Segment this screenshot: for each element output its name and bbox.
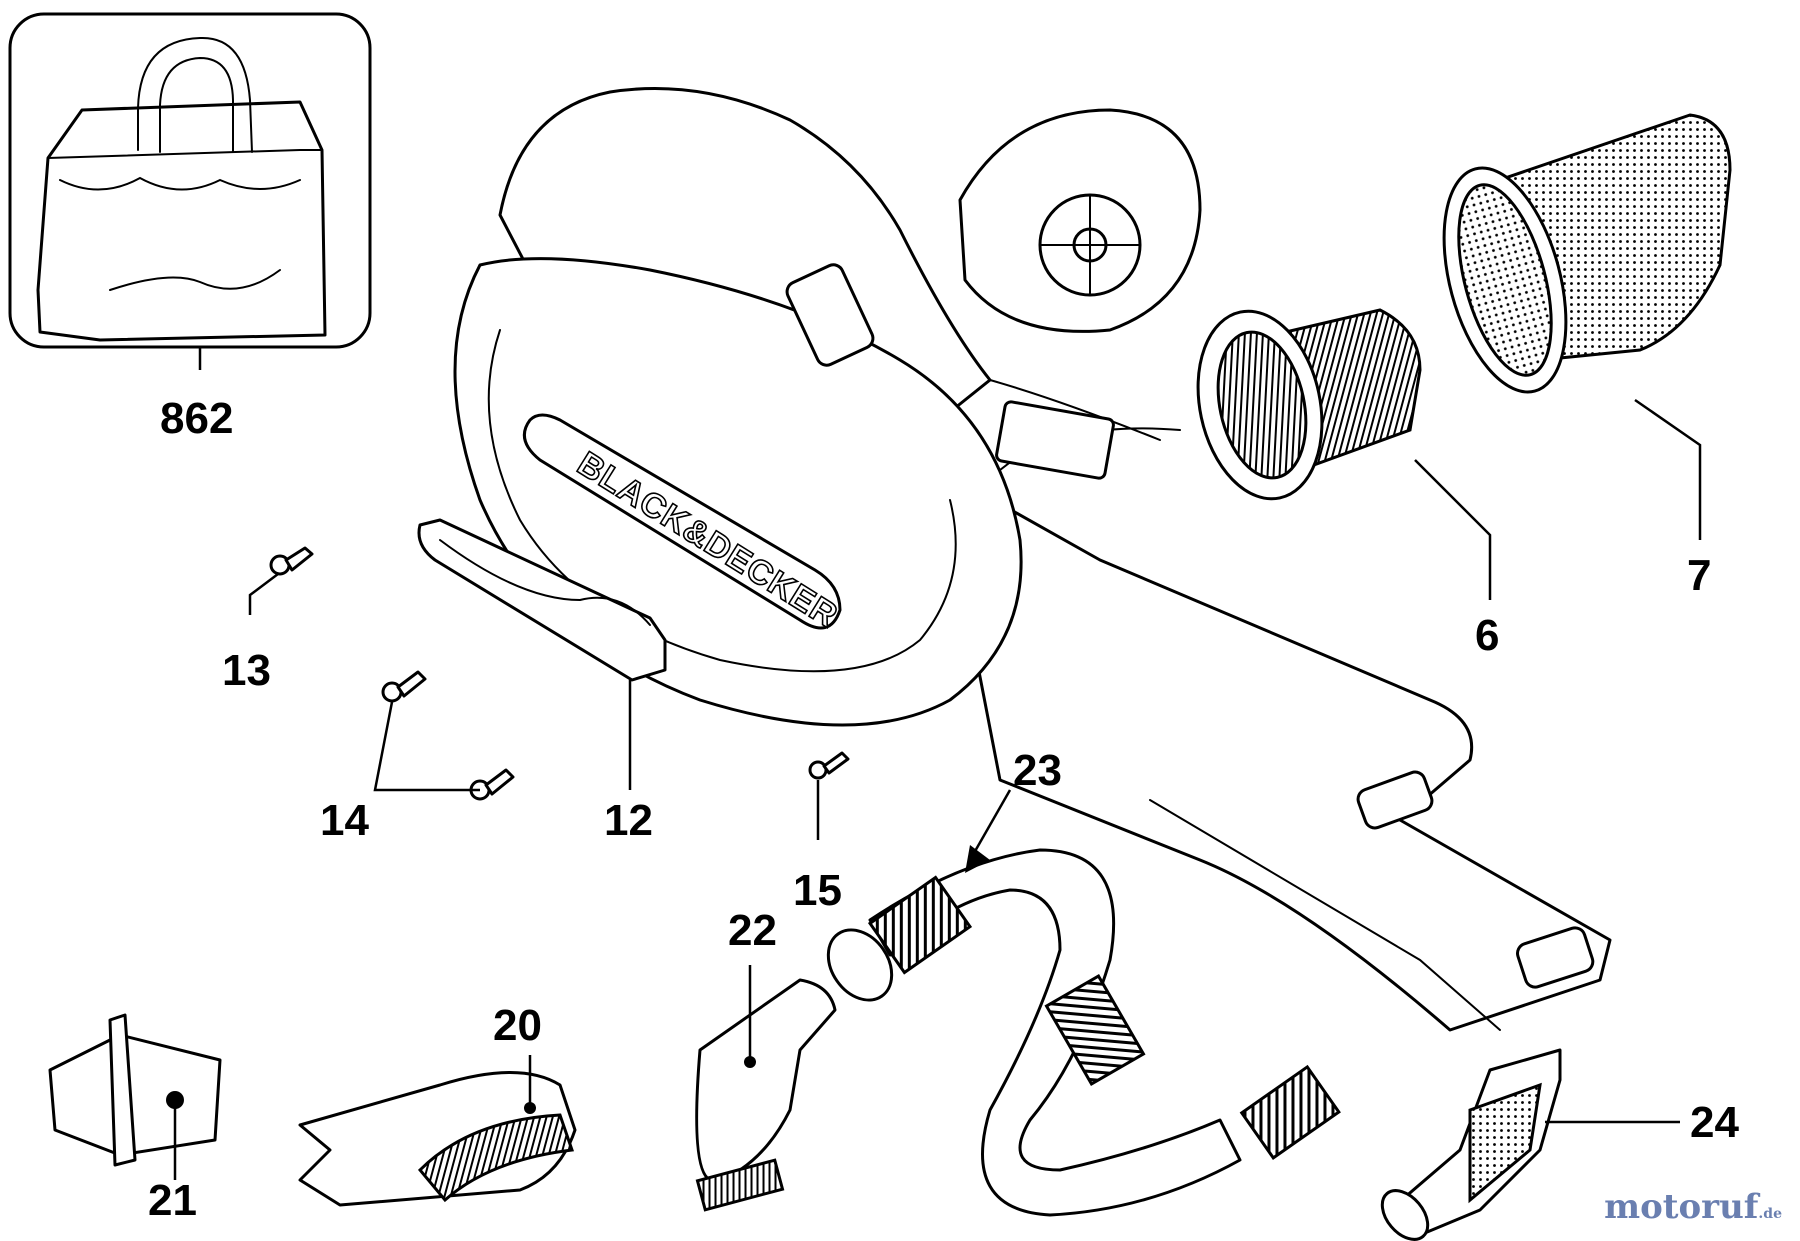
bag-body: [36, 100, 327, 342]
label-14: 14: [320, 796, 369, 845]
wedge-part: [417, 518, 667, 790]
label-21: 21: [148, 1176, 197, 1225]
brand-plate: [522, 413, 842, 630]
label-7: 7: [1687, 551, 1711, 600]
screws-14: [373, 670, 515, 801]
pleated-filter-part: [1196, 308, 1492, 600]
adapter-part: [48, 1013, 222, 1180]
brush-tool-part: [695, 965, 837, 1212]
label-24: 24: [1690, 1098, 1739, 1147]
label-6: 6: [1475, 611, 1499, 660]
label-862: 862: [160, 394, 233, 443]
watermark-logo: motoruf.de: [1604, 1187, 1782, 1227]
label-12: 12: [604, 796, 653, 845]
mesh-filter-part: [1442, 113, 1732, 540]
label-23: 23: [1013, 746, 1062, 795]
label-15: 15: [793, 866, 842, 915]
crevice-brush-part: [298, 1055, 577, 1207]
screw-15: [808, 751, 850, 840]
storage-bag-part: [8, 12, 372, 370]
screw-13: [248, 546, 314, 615]
nozzle-release-tab: [1516, 926, 1595, 989]
label-22: 22: [728, 906, 777, 955]
label-13: 13: [222, 646, 271, 695]
connector-part: [1380, 1048, 1680, 1241]
label-20: 20: [493, 1001, 542, 1050]
flexible-hose-part: [826, 789, 1341, 1217]
